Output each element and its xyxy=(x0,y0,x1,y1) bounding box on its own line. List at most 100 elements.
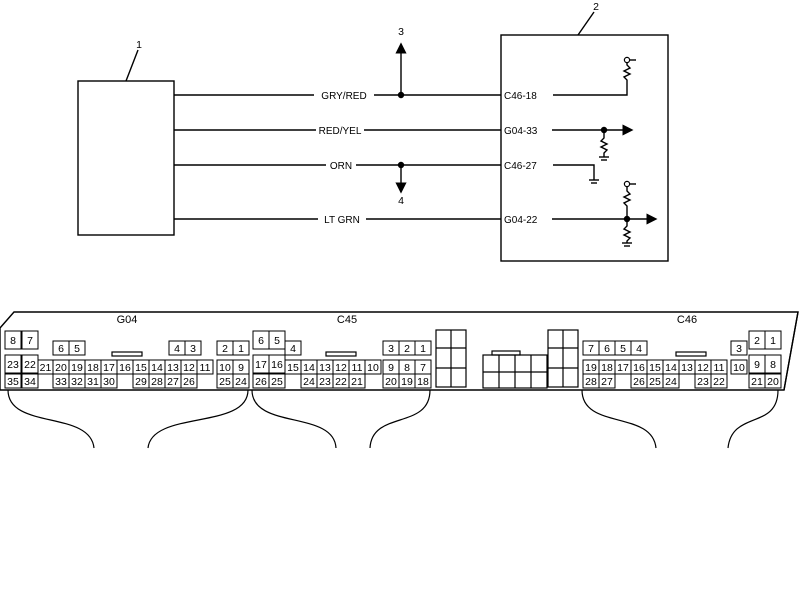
g04-pin-32: 32 xyxy=(71,376,83,388)
g04-pin-17: 17 xyxy=(103,362,115,374)
c46-pin-26: 26 xyxy=(633,376,645,388)
c46-pin-25: 25 xyxy=(649,376,661,388)
terminal-label-1: C46-18 xyxy=(504,91,537,102)
c46-connector-label: C46 xyxy=(677,314,697,326)
brace-g04 xyxy=(7,389,249,449)
g04-pin-2: 2 xyxy=(222,343,228,355)
c46-pin-17: 17 xyxy=(617,362,629,374)
c46-pin-2: 2 xyxy=(754,335,760,347)
c45-pin-7: 7 xyxy=(420,362,426,374)
terminal-circle-2 xyxy=(623,180,631,188)
c45-pin-2: 2 xyxy=(404,343,410,355)
g04-pin-13: 13 xyxy=(167,362,179,374)
g04-pin-12: 12 xyxy=(183,362,195,374)
c46-pin-3: 3 xyxy=(736,343,742,355)
g04-pin-14: 14 xyxy=(151,362,163,374)
g04-pin-cell-24 xyxy=(232,373,250,389)
g04-pin-9: 9 xyxy=(238,362,244,374)
g04-pin-23: 23 xyxy=(7,359,19,371)
c46-pin-24: 24 xyxy=(665,376,677,388)
g04-pin-6: 6 xyxy=(58,343,64,355)
callout-3: 3 xyxy=(398,26,404,38)
c45-pin-16: 16 xyxy=(271,359,283,371)
g04-pin-7: 7 xyxy=(27,335,33,347)
g04-pin-cell-5 xyxy=(68,340,86,356)
g04-pin-18: 18 xyxy=(87,362,99,374)
pullup-resistor-1 xyxy=(553,60,632,96)
ground-line xyxy=(553,164,595,180)
g04-pin-25: 25 xyxy=(219,376,231,388)
c46-pin-9: 9 xyxy=(754,359,760,371)
c45-pin-14: 14 xyxy=(303,362,315,374)
g04-pin-1: 1 xyxy=(238,343,244,355)
c46-pin-27: 27 xyxy=(601,376,613,388)
g04-pin-cell-8 xyxy=(4,330,22,350)
callout-2-leader xyxy=(577,11,595,36)
junction-dot-3 xyxy=(600,126,608,134)
brace-c46 xyxy=(581,389,779,449)
c45-pin-8: 8 xyxy=(404,362,410,374)
g04-pin-11: 11 xyxy=(200,362,211,374)
c46-pin-18: 18 xyxy=(601,362,613,374)
c46-pin-6: 6 xyxy=(604,343,610,355)
c45-pin-5: 5 xyxy=(274,335,280,347)
c45-pin-cell-4 xyxy=(284,340,302,356)
c46-pin-cell-22 xyxy=(710,373,728,389)
c45-pin-6: 6 xyxy=(258,335,264,347)
c46-pin-cell-3 xyxy=(730,340,748,356)
c45-pin-26: 26 xyxy=(255,376,267,388)
c46-pin-13: 13 xyxy=(681,362,693,374)
g04-pin-30: 30 xyxy=(103,376,115,388)
c45-pin-24: 24 xyxy=(303,376,315,388)
g04-pin-20: 20 xyxy=(55,362,67,374)
c45-connector-label: C45 xyxy=(337,314,357,326)
g04-pin-15: 15 xyxy=(135,362,147,374)
latch-c45 xyxy=(325,351,357,357)
g04-pin-cell-34 xyxy=(21,373,39,389)
g04-pin-29: 29 xyxy=(135,376,147,388)
c45-pin-18: 18 xyxy=(417,376,429,388)
component-2-box xyxy=(500,34,669,262)
c45-pin-cell-21 xyxy=(348,373,366,389)
latch-c46 xyxy=(675,351,707,357)
junction-dot-4 xyxy=(623,215,631,223)
wire-color-1: GRY/RED xyxy=(321,91,366,102)
terminal-label-4: G04-22 xyxy=(504,215,538,226)
wire-color-3: ORN xyxy=(330,161,352,172)
c46-pin-5: 5 xyxy=(620,343,626,355)
c45-pin-cell-25 xyxy=(268,373,286,389)
c46-pin-7: 7 xyxy=(588,343,594,355)
c46-pin-12: 12 xyxy=(697,362,709,374)
latch-g04 xyxy=(111,351,143,357)
g04-pin-5: 5 xyxy=(74,343,80,355)
c46-pin-1: 1 xyxy=(770,335,776,347)
g04-pin-34: 34 xyxy=(24,376,36,388)
c45-pin-17: 17 xyxy=(255,359,267,371)
g04-pin-22: 22 xyxy=(24,359,36,371)
c46-pin-cell-24 xyxy=(662,373,680,389)
c45-pin-13: 13 xyxy=(319,362,331,374)
c46-pin-10: 10 xyxy=(733,362,745,374)
g04-pin-cell-23 xyxy=(4,354,22,374)
terminal-circle-1 xyxy=(623,56,631,64)
c45-pin-1: 1 xyxy=(420,343,426,355)
g04-pin-3: 3 xyxy=(190,343,196,355)
c46-pin-4: 4 xyxy=(636,343,642,355)
c45-pin-21: 21 xyxy=(351,376,363,388)
pulldown-resistor-1 xyxy=(599,130,609,157)
c46-pin-28: 28 xyxy=(585,376,597,388)
g04-pin-cell-35 xyxy=(4,373,22,389)
junction-dot-1 xyxy=(397,91,405,99)
g04-pin-cell-30 xyxy=(100,373,118,389)
c45-pin-10: 10 xyxy=(367,362,379,374)
g04-pin-cell-11 xyxy=(196,359,214,375)
wire-color-2: RED/YEL xyxy=(319,126,362,137)
callout-4: 4 xyxy=(398,195,404,207)
c46-pin-8: 8 xyxy=(770,359,776,371)
c45-pin-20: 20 xyxy=(385,376,397,388)
schematic xyxy=(77,11,669,262)
pulldown-resistor-2 xyxy=(622,219,632,243)
callout-1: 1 xyxy=(136,39,142,51)
